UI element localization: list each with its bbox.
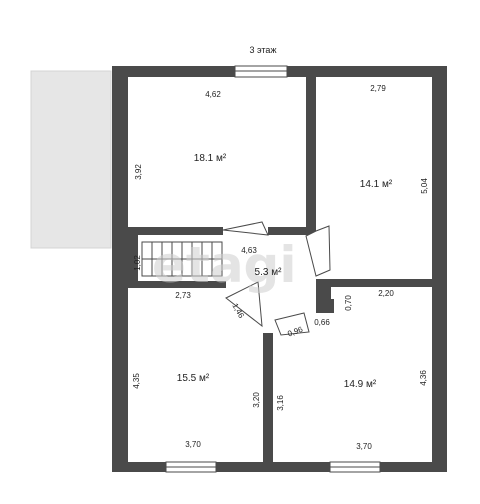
dimension-label: 0,70 xyxy=(344,295,353,311)
doors xyxy=(222,221,331,336)
floor-title: 3 этаж xyxy=(250,45,277,55)
room-area-corridor: 5.3 м² xyxy=(255,267,283,278)
dimension-label: 3,16 xyxy=(276,395,285,411)
dimension-label: 0,66 xyxy=(314,318,330,327)
dimension-label: 2,73 xyxy=(175,291,191,300)
dimension-label: 3,20 xyxy=(252,392,261,408)
door-swing-bottom-right xyxy=(274,312,310,336)
balcony-area xyxy=(30,70,112,249)
door-swing-right xyxy=(305,225,331,277)
dimension-label: 5,04 xyxy=(420,178,429,194)
room-area-top-left: 18.1 м² xyxy=(194,153,227,164)
watermark-logo: etagi xyxy=(152,236,296,294)
dimension-label: 3,70 xyxy=(185,440,201,449)
door-swing-bottom-left xyxy=(225,281,263,328)
dimension-label: 4,63 xyxy=(241,246,257,255)
staircase xyxy=(141,241,223,277)
dimension-label: 2,79 xyxy=(370,84,386,93)
windows xyxy=(165,65,381,473)
dimension-label: 4,36 xyxy=(419,370,428,386)
dimension-label: 4,62 xyxy=(205,90,221,99)
room-area-top-right: 14.1 м² xyxy=(360,179,393,190)
dimension-label: 1,02 xyxy=(133,255,142,271)
dimension-label: 3,92 xyxy=(134,164,143,180)
door-swing-top-left xyxy=(222,221,269,236)
dimension-label: 3,70 xyxy=(356,442,372,451)
room-area-bottom-right: 14.9 м² xyxy=(344,379,377,390)
room-area-bottom-left: 15.5 м² xyxy=(177,373,210,384)
dimension-label: 4,35 xyxy=(132,373,141,389)
dimension-label: 2,20 xyxy=(378,289,394,298)
